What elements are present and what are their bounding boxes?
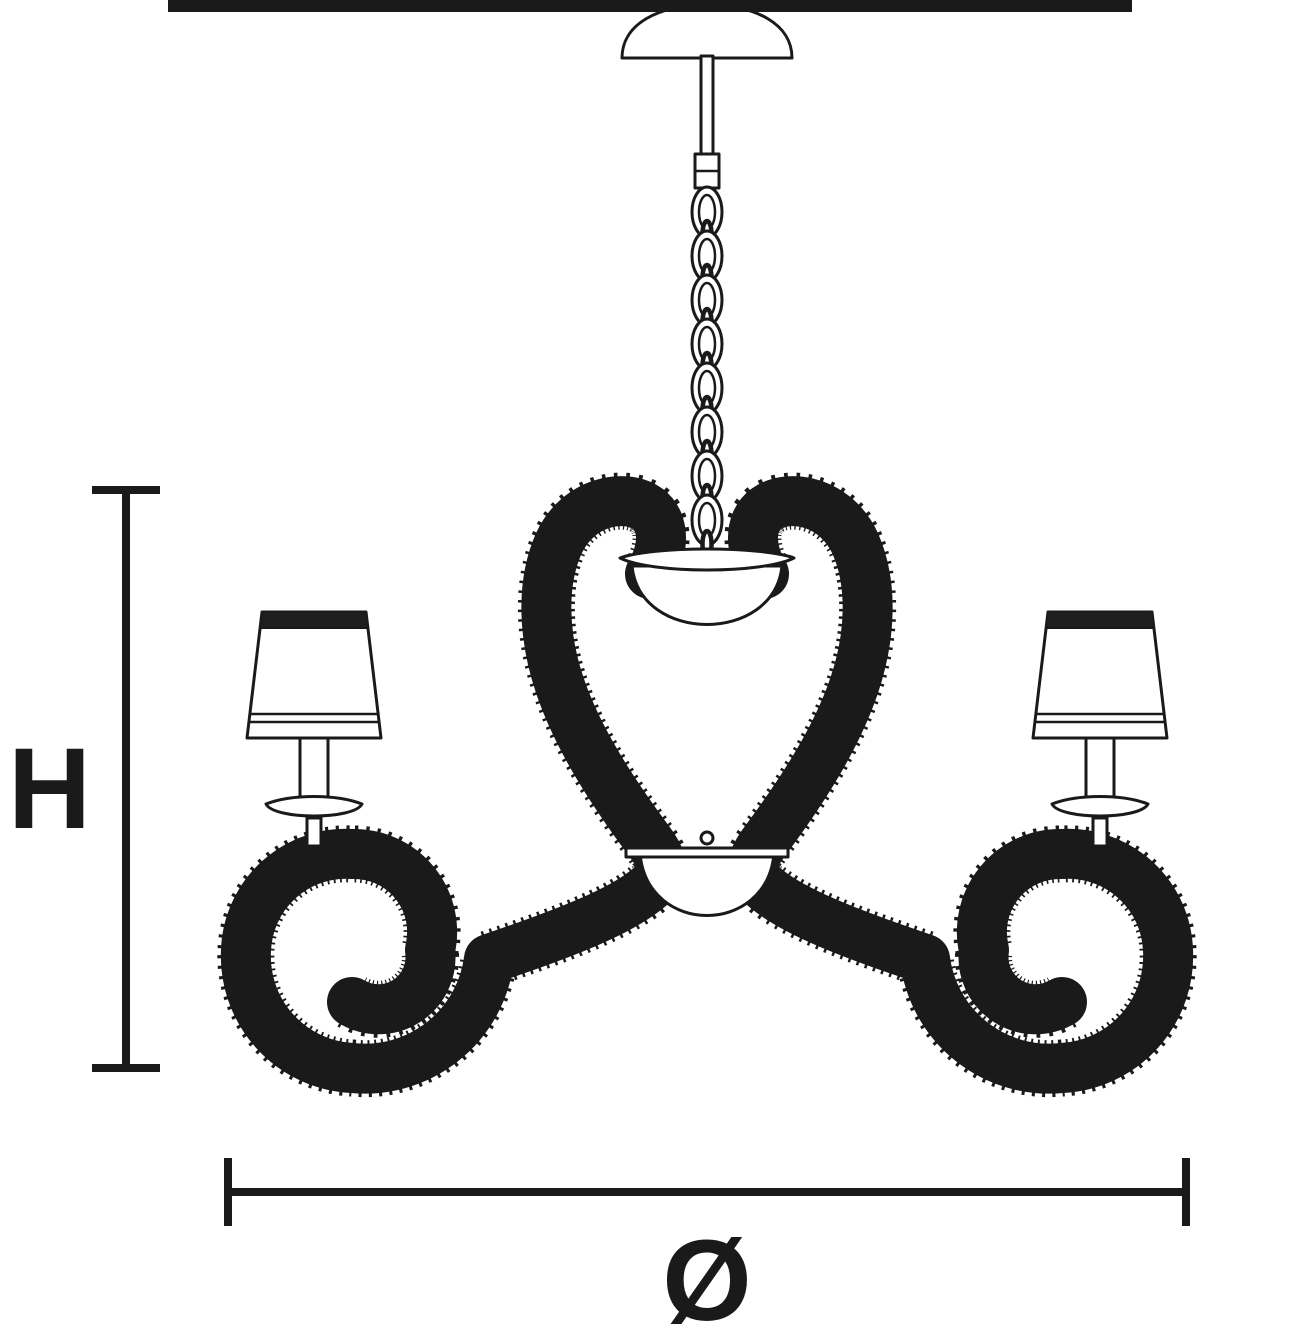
bottom-bowl-plate [624, 846, 790, 859]
top-bowl [618, 547, 796, 626]
bottom-bowl-dome [638, 852, 776, 917]
height-label: H [8, 725, 91, 853]
bottom-bowl-knob [699, 830, 715, 846]
lamp-left [245, 610, 383, 848]
bottom-bowl [624, 830, 790, 917]
suspension-rod [699, 54, 715, 158]
diameter-dimension: Ø [224, 1158, 1190, 1329]
diameter-label: Ø [662, 1217, 751, 1329]
lamp-right [1031, 610, 1169, 848]
ceiling-canopy [620, 3, 794, 60]
suspension-chain [690, 185, 724, 557]
ceiling-line [168, 0, 1132, 12]
height-dimension: H [8, 486, 160, 1072]
top-bowl-dome [630, 564, 784, 626]
top-bowl-plate [618, 547, 796, 572]
